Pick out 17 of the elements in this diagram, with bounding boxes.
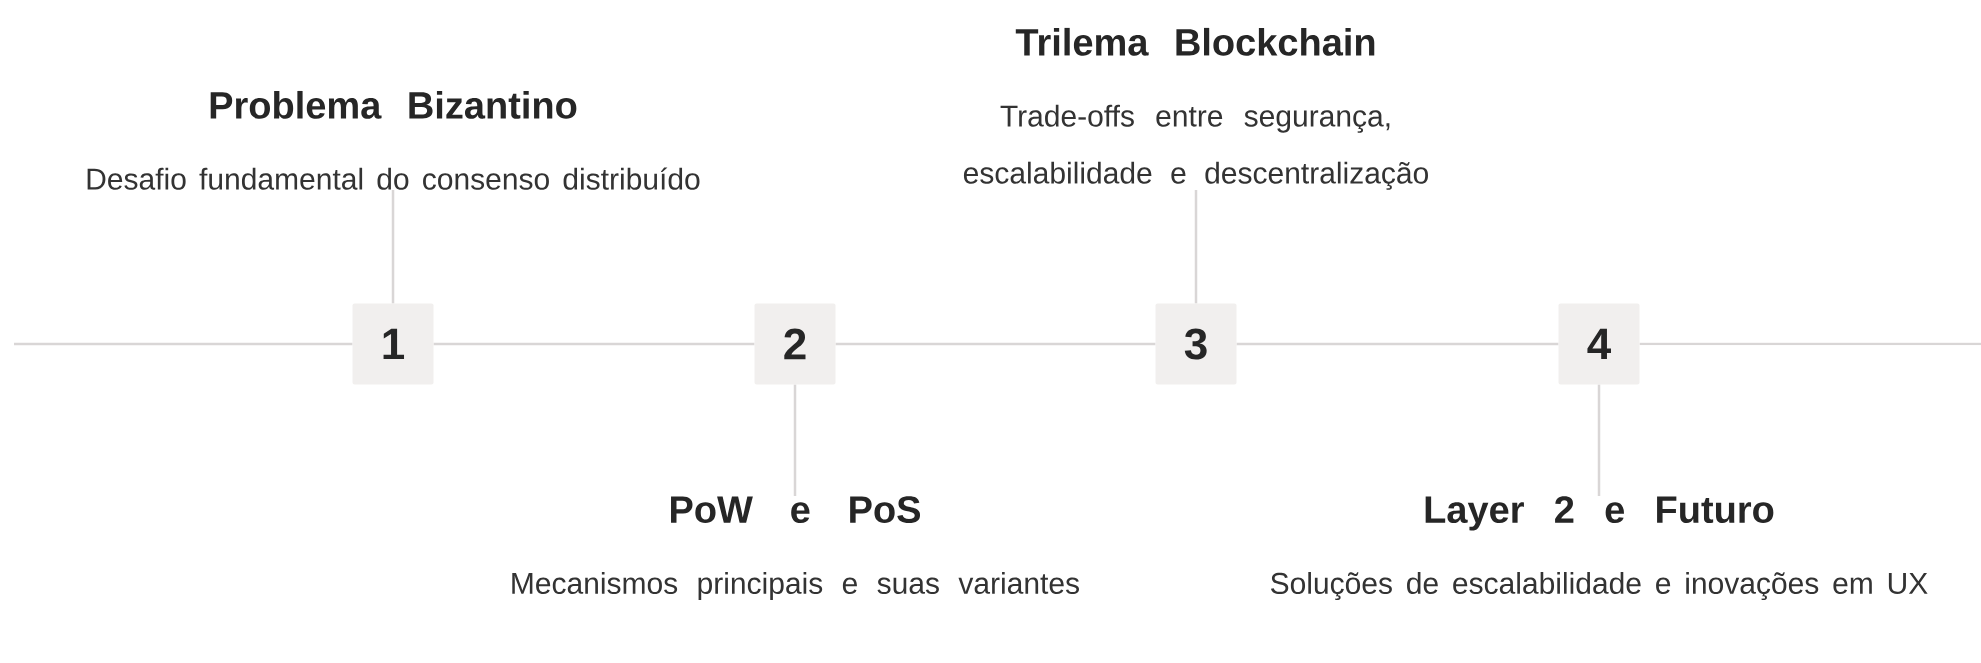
connector-line xyxy=(1597,384,1601,496)
number-box: 2 xyxy=(754,303,836,385)
connector-line xyxy=(1194,190,1198,304)
timeline-line xyxy=(835,342,1156,346)
timeline-line xyxy=(1236,342,1559,346)
milestone-text: PoW e PoS Mecanismos principais e suas variantes xyxy=(512,496,1079,600)
milestone-text: Problema Bizantino Desafio fundamental do consenso distribuído xyxy=(87,90,700,190)
timeline-line xyxy=(1639,342,1981,346)
timeline-line xyxy=(14,342,353,346)
number-box: 1 xyxy=(352,303,434,385)
number-box: 3 xyxy=(1155,303,1237,385)
milestone-text: Trilema Blockchain Trade-offs entre segurança, escalabilidade e descentralização xyxy=(963,27,1428,190)
milestone-text: Layer 2 e Futuro Soluções de escalabilidade e inovações em UX xyxy=(1270,496,1928,601)
number-box: 4 xyxy=(1558,303,1640,385)
connector-line xyxy=(391,190,395,304)
timeline-line xyxy=(433,342,755,346)
connector-line xyxy=(793,384,797,496)
